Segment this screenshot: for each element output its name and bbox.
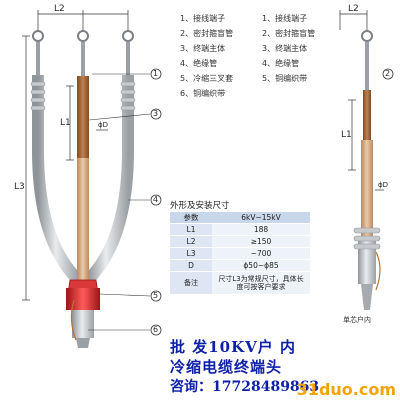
- legend-left-item: 4、绝缘管: [180, 59, 218, 68]
- promo-line-2: 冷缩电缆终端头: [170, 358, 283, 376]
- callout-circle-4: [150, 194, 162, 206]
- legend-right-item: 3、终端主体: [262, 44, 308, 53]
- table-row: D ϕ50~ϕ85: [170, 259, 310, 272]
- single-core-jacket: [358, 240, 376, 284]
- legend-left-item: 5、冷缩三叉套: [180, 74, 234, 83]
- breakout-body: [66, 288, 100, 310]
- table-key: D: [170, 259, 212, 272]
- cable-end: [76, 338, 90, 348]
- dim-label-l2-left: L2: [54, 4, 65, 14]
- watermark: 31duo.com: [296, 380, 396, 399]
- single-core-dimensions: [339, 10, 384, 191]
- terminal-lugs: [32, 30, 134, 76]
- dimension-lines: [22, 10, 129, 301]
- copper-braid: [70, 299, 77, 341]
- single-core-sheds: [353, 227, 381, 250]
- callout-6: 6: [153, 325, 159, 334]
- table-value: ϕ50~ϕ85: [212, 259, 310, 272]
- callout-4: 4: [153, 195, 159, 204]
- callout-circle-2: [382, 68, 394, 80]
- dim-label-l3: L3: [14, 182, 25, 192]
- table-key: L1: [170, 223, 212, 236]
- right-core: [83, 75, 134, 285]
- callout-3: 3: [153, 109, 159, 118]
- table-value: ≥150: [212, 235, 310, 248]
- table-header-row: 参数 6kV~15kV: [170, 212, 310, 224]
- single-core-brown: [363, 90, 371, 140]
- callout-circle-5: [150, 290, 162, 302]
- middle-core-tan: [77, 158, 89, 283]
- promo-line-1: 批 发10KV户 内: [170, 338, 296, 356]
- table-title: 外形及安装尺寸: [170, 201, 230, 211]
- single-core-termination: [339, 10, 384, 310]
- table-row: L1 188: [170, 223, 310, 236]
- legend-right-item: 4、绝缘管: [262, 59, 300, 68]
- callout-circle-3: [150, 108, 162, 120]
- dim-label-d-left: ϕD: [98, 121, 109, 129]
- table-header-cell: 参数: [170, 212, 212, 224]
- table-note-value: 尺寸L3为常规尺寸，具体长度可按客户要求: [212, 271, 310, 295]
- spec-table: 参数 6kV~15kV L1 188 L2 ≥150 L3 ~700 D ϕ50…: [170, 212, 310, 295]
- table-key: L3: [170, 247, 212, 260]
- legend-right-item: 5、铜编织带: [262, 74, 308, 83]
- dim-label-l2-right: L2: [348, 4, 359, 14]
- callout-5: 5: [153, 291, 159, 300]
- middle-core-brown: [77, 76, 89, 158]
- legend-left-item: 1、接线端子: [180, 14, 226, 23]
- callout-1: 1: [153, 69, 159, 78]
- callout-circle-6: [150, 324, 162, 336]
- single-core-braid: [375, 251, 381, 291]
- table-row: L2 ≥150: [170, 235, 310, 248]
- single-core-tan: [361, 140, 373, 240]
- right-sheds: [120, 81, 136, 111]
- dim-label-l1-left: L1: [60, 118, 71, 128]
- callout-circle-1: [150, 68, 162, 80]
- callout-circles: [150, 68, 394, 336]
- table-value: ~700: [212, 247, 310, 260]
- table-value: 188: [212, 223, 310, 236]
- legend-right-item: 2、密封箍盲管: [262, 29, 316, 38]
- legend-left-item: 3、终端主体: [180, 44, 226, 53]
- left-sheds: [30, 81, 46, 111]
- legend-left-item: 2、密封箍盲管: [180, 29, 234, 38]
- table-key: L2: [170, 235, 212, 248]
- dim-label-l1-right: L1: [341, 130, 352, 140]
- left-core: [32, 75, 83, 285]
- callout-leaders: [88, 73, 151, 331]
- table-note-key: 备注: [170, 271, 212, 295]
- table-note-row: 备注 尺寸L3为常规尺寸，具体长度可按客户要求: [170, 271, 310, 295]
- three-core-termination: [22, 10, 151, 348]
- single-core-lug: [361, 30, 373, 42]
- cable-jacket: [72, 310, 94, 338]
- table-row: L3 ~700: [170, 247, 310, 260]
- promo-line-3: 咨询：17728489863: [170, 379, 320, 395]
- legend-left-item: 6、铜编织带: [180, 89, 226, 98]
- single-core-end: [361, 284, 373, 310]
- table-header-cell: 6kV~15kV: [212, 212, 310, 224]
- single-core-caption: 单芯户内: [343, 316, 371, 324]
- callout-2: 2: [385, 69, 391, 78]
- dim-label-d-right: ϕD: [378, 181, 389, 189]
- legend-right-item: 1、接线端子: [262, 14, 308, 23]
